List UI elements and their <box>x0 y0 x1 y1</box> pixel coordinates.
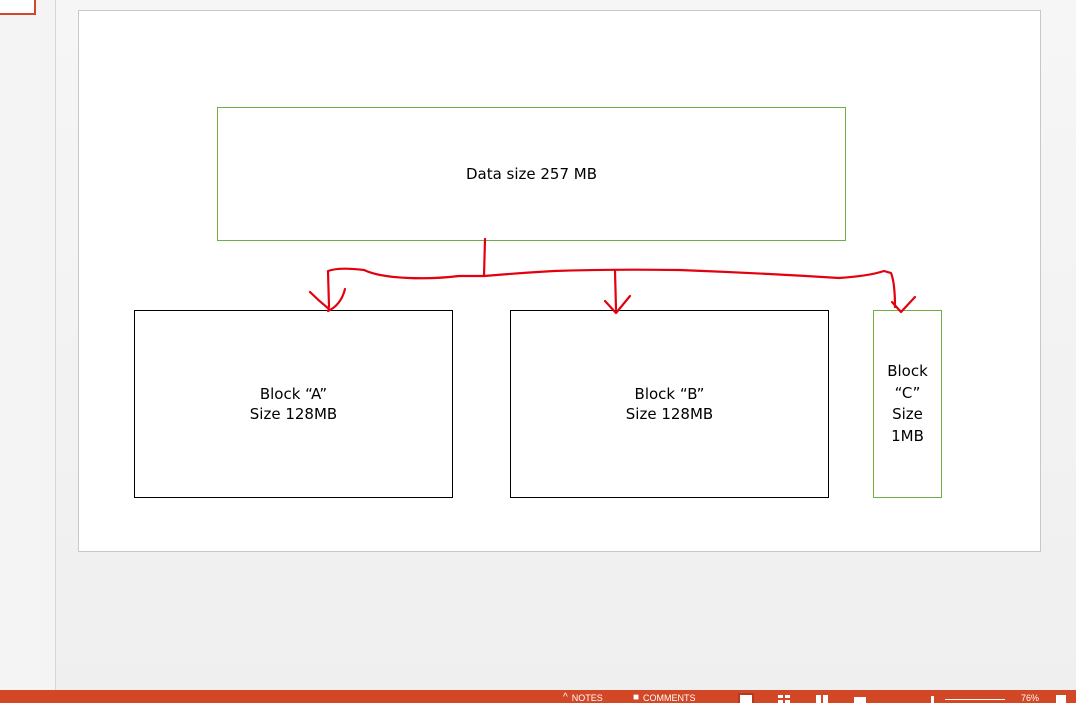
block-a-size: Size 128MB <box>249 405 338 423</box>
ink-arrow-a <box>308 287 347 313</box>
data-size-text: Data size 257 MB <box>465 165 598 183</box>
block-c-line2: “C” <box>894 383 921 402</box>
block-b-size: Size 128MB <box>625 405 714 423</box>
ink-branch-line <box>326 267 897 309</box>
ink-trunk <box>482 237 487 278</box>
ink-branch-b <box>613 269 618 311</box>
notes-button[interactable]: ^ NOTES <box>563 693 603 703</box>
block-b-box[interactable]: Block “B” Size 128MB <box>510 310 829 498</box>
block-c-line1: Block <box>887 362 928 380</box>
block-b-title: Block “B” <box>634 385 705 403</box>
slideshow-icon[interactable] <box>854 697 866 703</box>
slide-thumbnail-pane[interactable] <box>0 0 56 690</box>
block-c-line4: 1MB <box>891 426 924 445</box>
normal-view-icon[interactable] <box>738 693 754 703</box>
zoom-slider[interactable] <box>945 699 1005 700</box>
slide-thumbnail-selected[interactable] <box>0 0 36 15</box>
status-bar: ^ NOTES ■ COMMENTS 76% <box>0 690 1076 703</box>
notes-caret-icon: ^ <box>563 692 568 703</box>
comments-button[interactable]: ■ COMMENTS <box>633 693 696 703</box>
data-size-box[interactable]: Data size 257 MB <box>217 107 846 241</box>
slide-sorter-icon[interactable] <box>778 695 790 703</box>
fit-to-window-icon[interactable] <box>1056 695 1066 703</box>
reading-view-icon[interactable] <box>816 695 828 703</box>
zoom-out-icon[interactable] <box>931 696 934 703</box>
comments-label: COMMENTS <box>643 693 696 703</box>
block-a-box[interactable]: Block “A” Size 128MB <box>134 310 453 498</box>
block-c-box[interactable]: Block “C” Size 1MB <box>873 310 942 498</box>
comments-icon: ■ <box>633 692 640 703</box>
zoom-level[interactable]: 76% <box>1021 693 1039 703</box>
notes-label: NOTES <box>571 693 603 703</box>
slide-canvas[interactable]: Data size 257 MB Block “A” Size 128MB Bl… <box>78 10 1041 552</box>
zoom-value: 76% <box>1021 693 1040 703</box>
block-a-title: Block “A” <box>259 385 328 403</box>
block-c-line3: Size <box>892 405 923 423</box>
